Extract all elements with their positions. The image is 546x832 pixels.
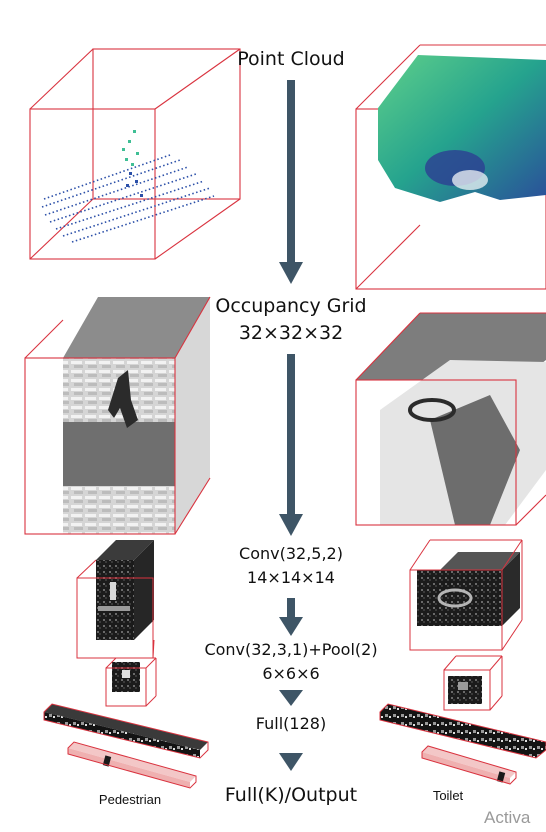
pedestrian-full128-strip (43, 703, 209, 759)
label-occupancy-grid: Occupancy Grid (215, 295, 367, 317)
toilet-conv1-cube (409, 539, 523, 651)
activation-watermark: Activa (484, 808, 531, 827)
arrow-1 (279, 80, 303, 284)
label-conv2-dims: 6×6×6 (262, 664, 320, 683)
arrow-3 (279, 598, 303, 636)
toilet-conv2-cube (443, 655, 503, 711)
arrow-4 (279, 690, 303, 706)
pedestrian-output-strip (67, 741, 197, 789)
pedestrian-conv1-cube (76, 540, 155, 659)
toilet-full128-strip (379, 703, 546, 759)
label-conv1: Conv(32,5,2) (239, 544, 343, 563)
label-grid-dims: 32×32×32 (238, 322, 344, 344)
label-conv1-dims: 14×14×14 (247, 568, 335, 587)
label-point-cloud: Point Cloud (237, 48, 345, 70)
pedestrian-conv2-cube (105, 657, 157, 707)
toilet-point-cloud (355, 44, 546, 290)
arrow-5 (279, 753, 303, 771)
pedestrian-occupancy-grid (24, 296, 211, 535)
label-full128: Full(128) (255, 714, 327, 733)
label-toilet: Toilet (432, 788, 464, 803)
toilet-output-strip (421, 745, 517, 785)
label-output: Full(K)/Output (224, 784, 358, 806)
toilet-occupancy-grid (355, 312, 546, 526)
pedestrian-point-cloud (29, 48, 241, 260)
arrow-2 (279, 354, 303, 536)
label-conv2: Conv(32,3,1)+Pool(2) (204, 640, 378, 659)
label-pedestrian: Pedestrian (98, 792, 162, 807)
